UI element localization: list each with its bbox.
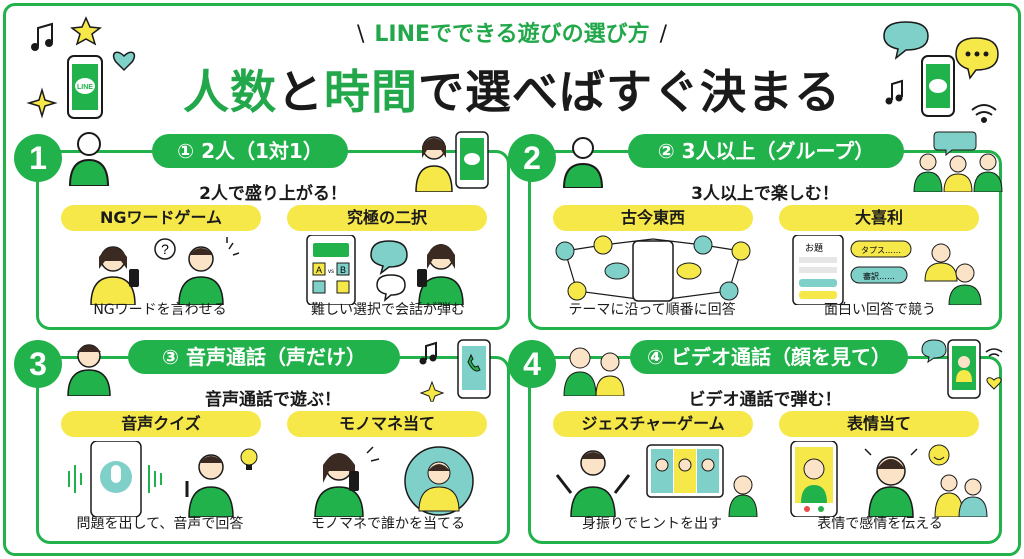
svg-text:タプス……: タプス……: [861, 246, 901, 255]
game-caption: テーマに沿って順番に回答: [568, 302, 736, 318]
music-note-icon: [31, 22, 53, 51]
section-pill-group: ② 3人以上（グループ）: [628, 134, 904, 168]
header-right-deco: [883, 21, 999, 123]
kokon-touzai-illustration: [555, 235, 751, 302]
svg-text:?: ?: [161, 241, 169, 257]
section-pill-two-people: ① 2人（1対1）: [152, 134, 348, 168]
game-name-ng-word: NGワードゲーム: [61, 205, 261, 231]
phone-call-icon: [419, 339, 491, 402]
section-group: 3人以上で楽しむ！ 古今東西 大喜利 お題 タプス…… 審訳…… テーマに沿って…: [528, 150, 1002, 330]
game-caption: NGワードを言わせる: [93, 302, 227, 318]
sparkle-icon: [26, 87, 58, 119]
two-choice-illustration: A vs B: [306, 235, 464, 305]
oogiri-illustration: お題 タプス…… 審訳……: [792, 235, 982, 305]
music-note-icon: [419, 341, 437, 365]
section-pill-video-call: ④ ビデオ通話（顔を見て）: [630, 340, 908, 374]
game-name-gesture: ジェスチャーゲーム: [553, 411, 753, 437]
svg-text:審訳……: 審訳……: [863, 271, 895, 281]
ng-word-illustration: ?: [90, 237, 240, 305]
section-number-4: 4: [508, 340, 556, 388]
heart-icon: [112, 51, 136, 72]
section-number-1: 1: [14, 134, 62, 182]
title-part2: と: [277, 65, 324, 119]
game-name-expression: 表情当て: [779, 411, 979, 437]
game-caption: モノマネで誰かを当てる: [311, 516, 465, 532]
two-people-icon: [563, 347, 625, 396]
phone-icon: LINE: [67, 55, 103, 119]
star-icon: [70, 16, 102, 46]
impression-illustration: [314, 446, 474, 517]
phone-icon: [921, 55, 955, 117]
smiley-icon: [928, 444, 950, 466]
person-icon: [562, 137, 604, 188]
game-caption: 表情で感情を伝える: [817, 516, 943, 532]
game-caption: 面白い回答で競う: [824, 302, 936, 318]
subtitle: \LINEでできる遊びの選び方/: [356, 22, 668, 47]
subtitle-text: LINEでできる遊びの選び方: [374, 22, 650, 47]
group-icon: [913, 131, 1003, 192]
page-title: 人数と時間で選べばすぐ決まる: [0, 56, 1024, 122]
section-number-3: 3: [14, 340, 62, 388]
game-caption: 問題を出して、音声で回答: [76, 516, 244, 532]
section-number-2: 2: [508, 134, 556, 182]
section-heading: 2人で盛り上がる！: [199, 184, 347, 204]
game-name-oogiri: 大喜利: [779, 205, 979, 231]
title-part3: 時間: [324, 65, 418, 119]
section-video-call: ビデオ通話で弾む！ ジェスチャーゲーム 表情当て 身振りでヒントを出す 表情で感…: [528, 356, 1002, 544]
expression-illustration: [790, 441, 988, 517]
wifi-icon: [971, 104, 997, 123]
game-caption: 身振りでヒントを出す: [582, 516, 722, 532]
game-caption: 難しい選択で会話が弾む: [311, 302, 465, 318]
lightbulb-icon: [240, 448, 258, 470]
game-name-kokon-touzai: 古今東西: [553, 205, 753, 231]
music-note-icon: [885, 79, 903, 105]
title-part4: で選べばすぐ決まる: [418, 65, 841, 119]
chat-bubble-icon: [955, 37, 999, 80]
game-name-impression: モノマネ当て: [287, 411, 487, 437]
person-icon: [68, 132, 110, 186]
header-left-deco: LINE: [26, 16, 136, 119]
game-name-voice-quiz: 音声クイズ: [61, 411, 261, 437]
svg-text:A: A: [316, 265, 322, 275]
section-heading: 音声通話で遊ぶ！: [205, 390, 341, 410]
svg-text:vs: vs: [328, 269, 334, 275]
section-heading: ビデオ通話で弾む！: [688, 390, 842, 410]
voice-quiz-illustration: [68, 441, 258, 517]
svg-text:B: B: [340, 265, 346, 275]
gesture-illustration: [555, 444, 758, 517]
video-phone-icon: [921, 339, 1003, 399]
speech-bubble-icon: [883, 21, 929, 60]
section-heading: 3人以上で楽しむ！: [691, 184, 839, 204]
person-with-phone-icon: [415, 131, 489, 192]
game-name-two-choice: 究極の二択: [287, 205, 487, 231]
svg-text:お題: お題: [805, 243, 823, 254]
title-part1: 人数: [183, 65, 277, 119]
section-pill-voice-call: ③ 音声通話（声だけ）: [128, 340, 400, 374]
person-icon: [67, 344, 111, 396]
svg-text:LINE: LINE: [77, 84, 93, 91]
